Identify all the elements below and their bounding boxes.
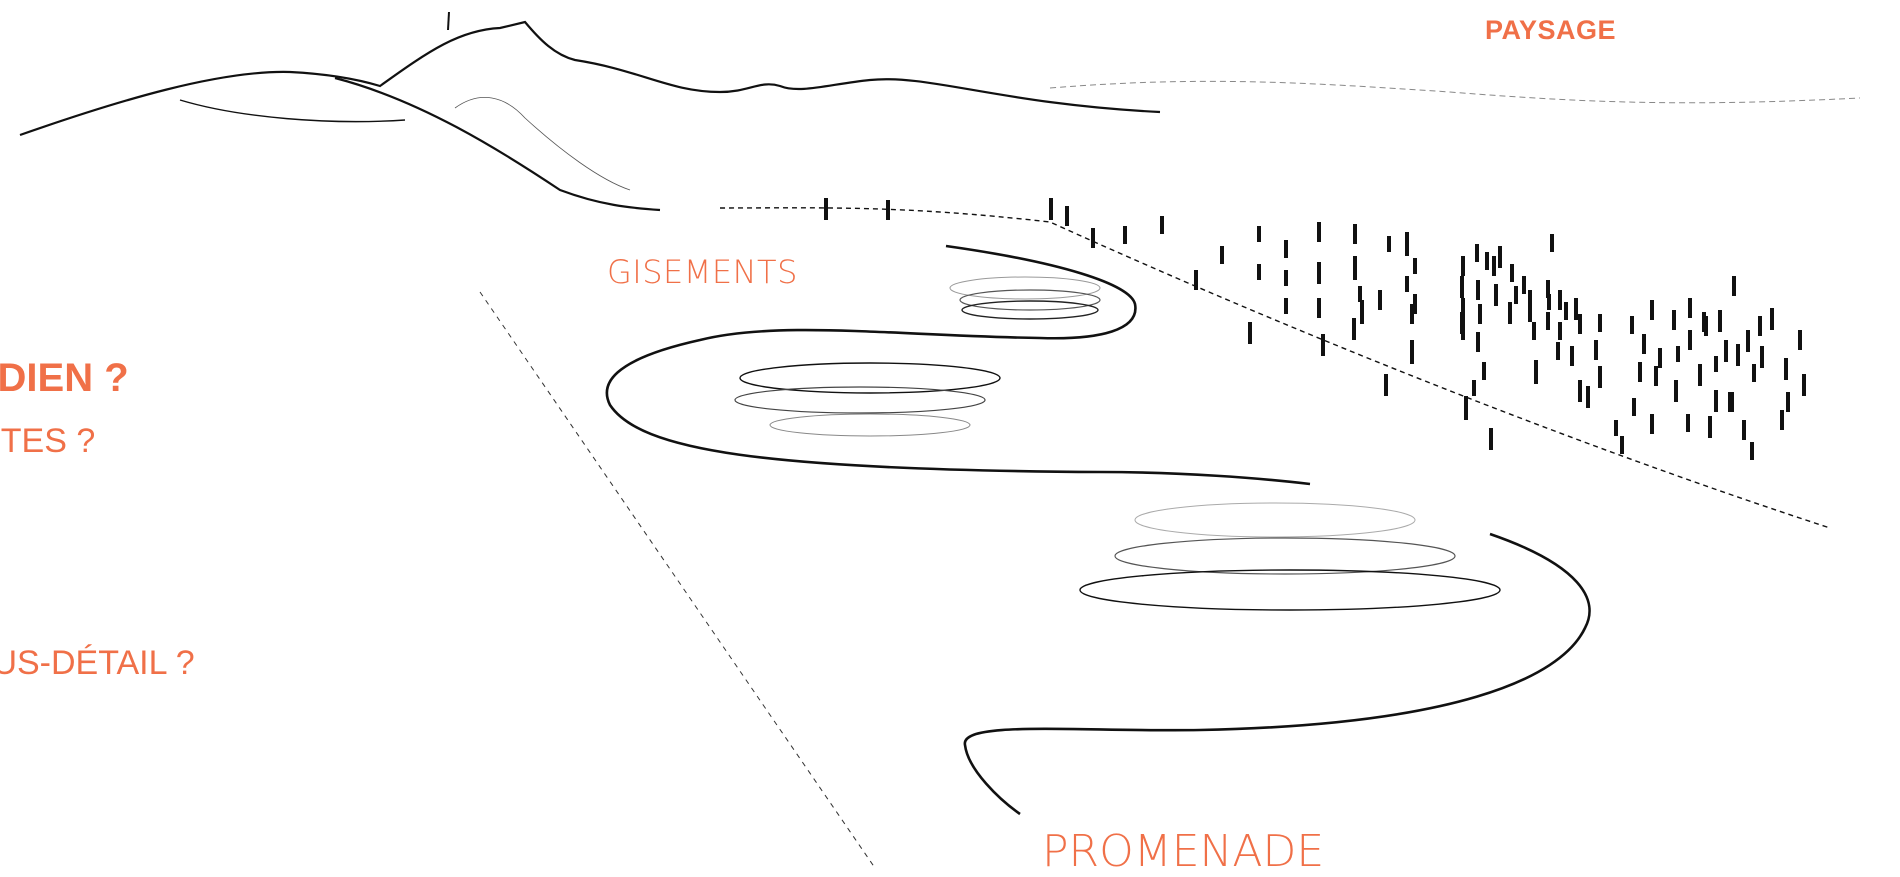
hill-slope-line <box>334 76 661 212</box>
promenade-path-upper <box>605 244 1311 486</box>
side-question-1: TIDIEN ? <box>0 356 129 400</box>
forest-marks <box>824 198 1806 460</box>
gisement-middle-group <box>734 362 1001 437</box>
gisement-lower-group <box>1079 502 1501 611</box>
paysage-label: PAYSAGE <box>1485 15 1617 45</box>
hill-underline <box>179 99 406 123</box>
mountain-ridge-line <box>19 20 1161 137</box>
gisements-label: GISEMENTS <box>607 253 798 291</box>
perspective-dashed-line <box>479 291 876 869</box>
side-question-3: OUS-DÉTAIL ? <box>0 644 195 682</box>
horizon-dashed-line <box>1049 80 1861 104</box>
promenade-label: PROMENADE <box>1042 826 1325 877</box>
side-question-2: TTES ? <box>0 422 96 460</box>
mountain-peak-antenna <box>447 11 450 31</box>
hill-thin-line <box>454 97 631 191</box>
promenade-path-lower <box>963 532 1591 816</box>
treeline-dashed-line <box>719 207 1831 529</box>
gisement-upper-group <box>949 276 1101 320</box>
